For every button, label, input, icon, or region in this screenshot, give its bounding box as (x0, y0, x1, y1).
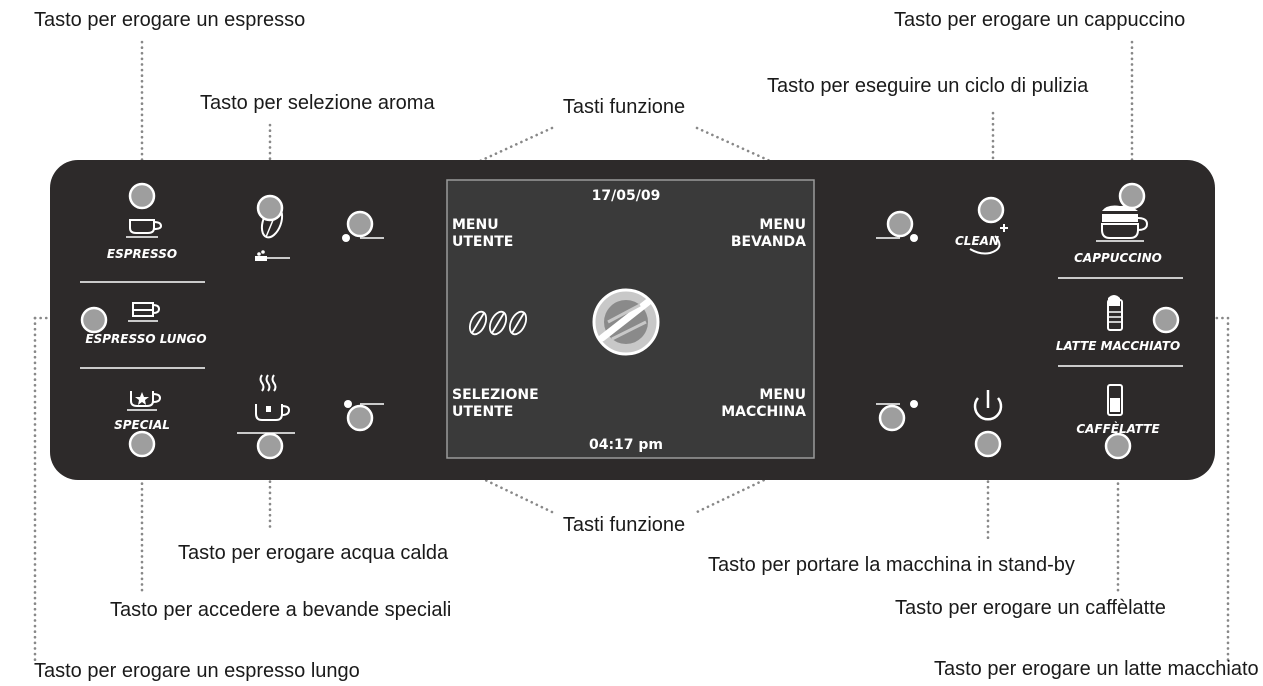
display-menu-bevanda-line1: MENU (759, 217, 806, 233)
callout-function-keys-bottom: Tasti funzione (563, 514, 685, 536)
espresso-lungo-knob[interactable] (80, 306, 108, 334)
power-button[interactable] (973, 390, 1003, 458)
display-selezione-utente-line2: UTENTE (452, 404, 513, 420)
callout-special: Tasto per accedere a bevande speciali (110, 599, 451, 621)
callout-aroma: Tasto per selezione aroma (200, 92, 435, 114)
espresso-lungo-label: ESPRESSO LUNGO (85, 332, 206, 346)
display-menu-utente-line1: MENU (452, 217, 499, 233)
espresso-button[interactable]: ESPRESSO (107, 182, 177, 261)
function-key-top-left[interactable] (342, 210, 384, 242)
callout-hot-water: Tasto per erogare acqua calda (178, 542, 449, 564)
display-menu-macchina-line1: MENU (759, 387, 806, 403)
clean-icon (969, 224, 1008, 255)
function-key-bottom-right-knob[interactable] (878, 404, 906, 432)
caffelatte-knob[interactable] (1104, 432, 1132, 460)
cup-icon (128, 302, 161, 322)
display-date: 17/05/09 (592, 188, 661, 204)
clean-label: CLEAN (955, 234, 999, 248)
callout-caffelatte: Tasto per erogare un caffèlatte (895, 597, 1166, 619)
function-key-top-left-knob[interactable] (346, 210, 374, 238)
function-key-top-right-knob[interactable] (886, 210, 914, 238)
callout-latte-macchiato: Tasto per erogare un latte macchiato (934, 658, 1259, 680)
glass-icon (1107, 295, 1123, 331)
callout-standby: Tasto per portare la macchina in stand-b… (708, 554, 1075, 576)
display-menu-bevanda-line2: BEVANDA (731, 234, 806, 250)
aroma-button[interactable] (255, 194, 290, 261)
cup-icon (126, 219, 163, 238)
power-knob[interactable] (974, 430, 1002, 458)
aroma-knob[interactable] (256, 194, 284, 222)
latte-macchiato-label: LATTE MACCHIATO (1056, 339, 1180, 353)
clean-button[interactable]: CLEAN (955, 196, 1008, 255)
espresso-knob[interactable] (128, 182, 156, 210)
callout-cleaning: Tasto per eseguire un ciclo di pulizia (767, 75, 1089, 97)
cappuccino-knob[interactable] (1118, 182, 1146, 210)
special-label: SPECIAL (114, 418, 170, 432)
display-screen: 17/05/09 MENU UTENTE MENU BEVANDA SELEZI… (446, 179, 815, 459)
glass-icon (1107, 384, 1123, 416)
function-key-bottom-right[interactable] (876, 400, 918, 432)
display-menu-utente-line2: UTENTE (452, 234, 513, 250)
hot-water-button[interactable] (255, 374, 291, 460)
callout-espresso-lungo: Tasto per erogare un espresso lungo (34, 660, 360, 682)
callout-espresso: Tasto per erogare un espresso (34, 9, 305, 31)
function-key-top-right[interactable] (876, 210, 918, 242)
latte-macchiato-button[interactable]: LATTE MACCHIATO (1056, 295, 1180, 353)
clean-knob[interactable] (977, 196, 1005, 224)
function-key-bottom-left[interactable] (344, 400, 384, 432)
display-time: 04:17 pm (589, 437, 663, 453)
power-icon (973, 390, 1003, 421)
coffee-beans-icon (468, 310, 528, 336)
caffelatte-button[interactable]: CAFFÈLATTE (1076, 384, 1160, 460)
cappuccino-cup-icon (1096, 205, 1149, 242)
hot-water-knob[interactable] (256, 432, 284, 460)
latte-macchiato-knob[interactable] (1152, 306, 1180, 334)
function-key-bottom-left-knob[interactable] (346, 404, 374, 432)
special-button[interactable]: SPECIAL (114, 391, 170, 458)
hot-water-icon (255, 374, 291, 421)
saeco-logo-icon (592, 288, 660, 356)
cappuccino-button[interactable]: CAPPUCCINO (1074, 182, 1162, 265)
special-knob[interactable] (128, 430, 156, 458)
espresso-label: ESPRESSO (107, 247, 177, 261)
callout-function-keys-top: Tasti funzione (563, 96, 685, 118)
espresso-lungo-button[interactable]: ESPRESSO LUNGO (80, 302, 207, 346)
caffelatte-label: CAFFÈLATTE (1076, 421, 1160, 436)
display-menu-macchina-line2: MACCHINA (721, 404, 806, 420)
callout-cappuccino: Tasto per erogare un cappuccino (894, 9, 1185, 31)
star-cup-icon (127, 391, 162, 411)
cappuccino-label: CAPPUCCINO (1074, 251, 1162, 265)
display-selezione-utente-line1: SELEZIONE (452, 387, 539, 403)
